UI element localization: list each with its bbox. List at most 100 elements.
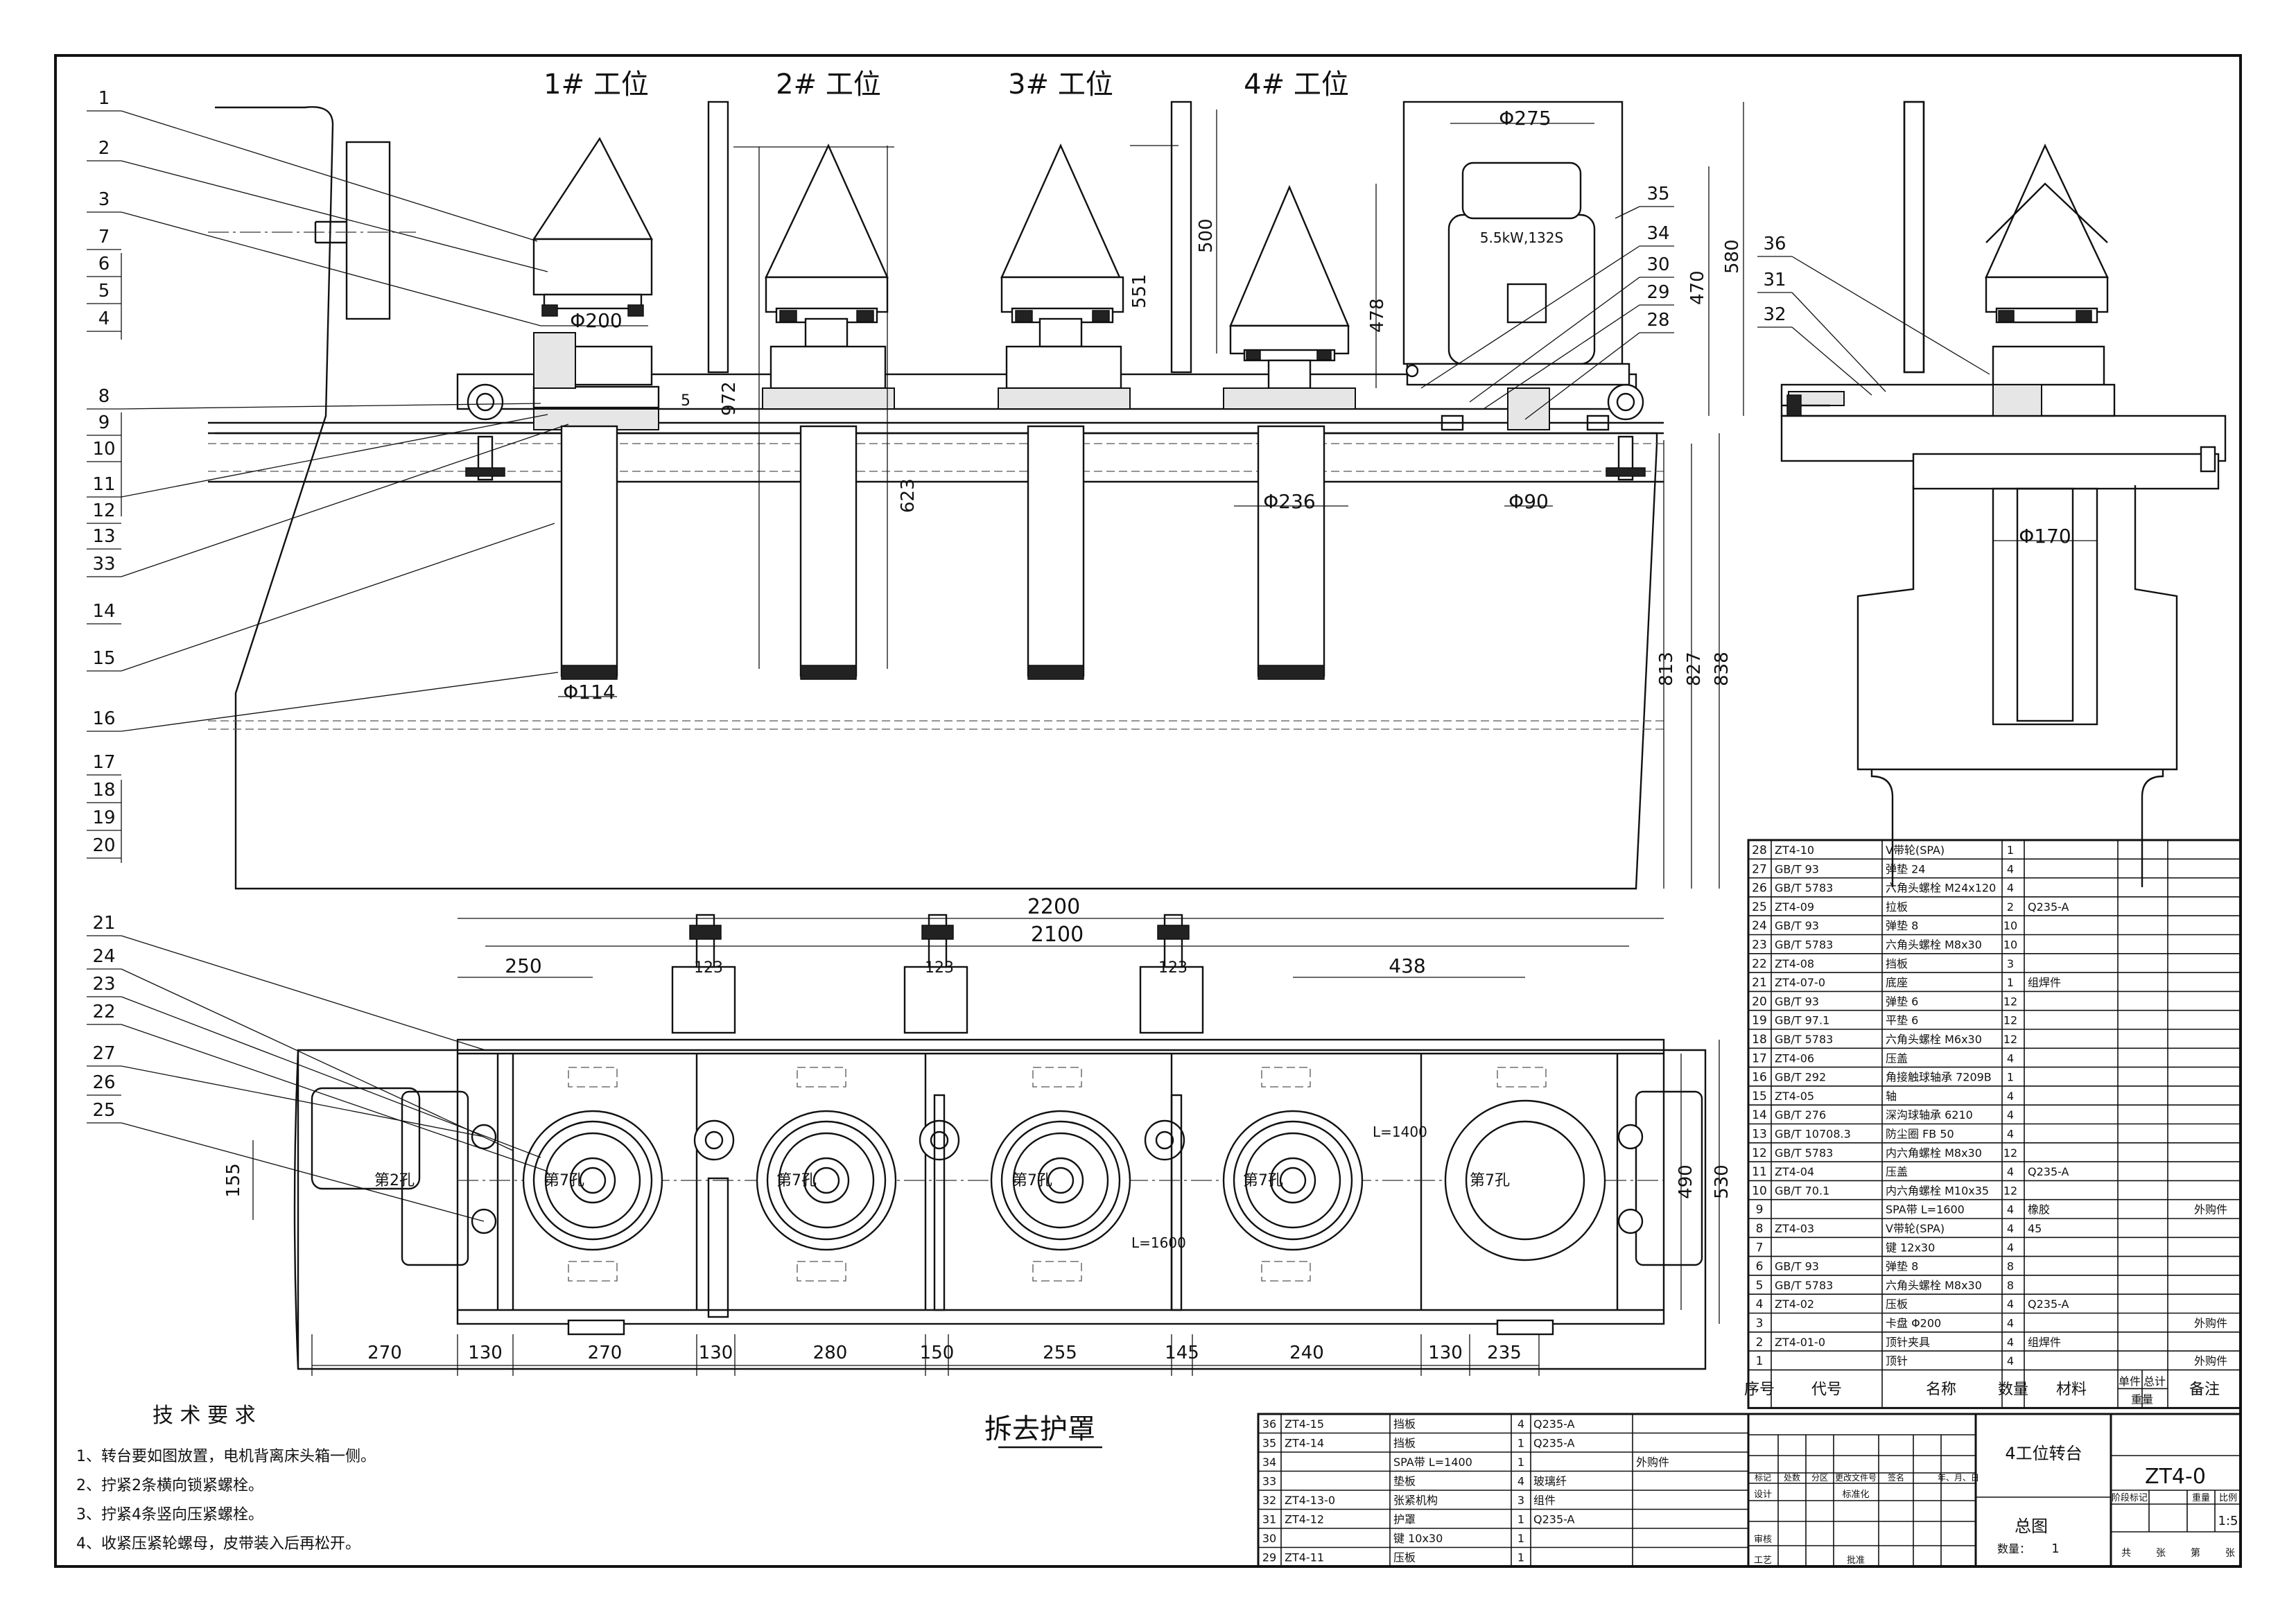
dim-551: 551 [1129,274,1150,308]
bom-cell: 六角头螺栓 M24x120 [1886,882,1996,895]
bom-header: 数量 [1998,1381,2028,1398]
post-2 [1170,101,1192,374]
pulley-4 [1222,1110,1364,1251]
bom-cell: 10 [1752,1184,1767,1198]
callout-12: 12 [92,500,115,521]
tech-note-3: 3、拧紧4条竖向压紧螺栓。 [76,1506,263,1523]
role-label: 审核 [1754,1535,1772,1545]
bom-cell: 1 [1517,1532,1524,1545]
bom-cell: Q235-A [1533,1513,1575,1526]
bom-cell: 2 [2007,900,2014,914]
bom-cell: ZT4-13-0 [1285,1494,1335,1507]
hole-label-5: 第7孔 [1243,1172,1283,1189]
bom-cell: 19 [1752,1014,1767,1028]
motor-label: 5.5kW,132S [1480,229,1563,246]
dim-d275: Φ275 [1499,107,1551,130]
bom-cell: ZT4-03 [1775,1222,1814,1235]
bom-cell: 组焊件 [2028,1336,2061,1349]
bom-cell: 14 [1752,1108,1767,1122]
bom-cell: 12 [2003,1146,2017,1160]
rev-header: 更改文件号 [1835,1472,1877,1483]
station-4 [1223,184,1356,680]
callout-13: 13 [92,526,115,547]
dim-123c: 123 [1158,959,1188,977]
callout-33: 33 [92,554,115,575]
bom-cell: 36 [1262,1417,1276,1431]
bom-cell: ZT4-10 [1775,844,1814,857]
bom-cell: 1 [1517,1513,1524,1526]
bom-cell: 1 [2007,844,2014,857]
remove-guard-note: 拆去护罩 [984,1413,1095,1445]
callout-17: 17 [92,752,115,773]
bom-cell: 卡盘 Φ200 [1886,1317,1941,1330]
bom-cell: 防尘圈 FB 50 [1886,1128,1954,1141]
dim-438: 438 [1389,954,1425,977]
bom-cell: 12 [2003,995,2017,1008]
callout-11: 11 [92,474,115,495]
bom-cell: 六角头螺栓 M6x30 [1886,1033,1982,1046]
bom-cell: 4 [2007,862,2014,875]
bom-cell: GB/T 5783 [1775,938,1833,952]
motor: 5.5kW,132S [1402,101,1630,431]
bom-cell: 35 [1262,1437,1276,1450]
bom-cell: 10 [2003,938,2017,952]
dim-bottom-6: 255 [1043,1343,1077,1363]
bom-cell: 45 [2028,1222,2042,1235]
bom-cell: 12 [2003,1014,2017,1027]
sheet-label: 张 [2156,1548,2166,1559]
bom-cell: V带轮(SPA) [1886,1222,1945,1235]
weight-label: 重量 [2192,1492,2210,1503]
callout-27: 27 [92,1043,115,1064]
dim-bottom-8: 240 [1289,1343,1324,1363]
bom-cell: V带轮(SPA) [1886,844,1945,857]
bom-cell: SPA带 L=1600 [1886,1203,1965,1216]
bom-cell: 12 [2003,1184,2017,1197]
callout-15: 15 [92,648,115,669]
callout-28: 28 [1646,310,1669,331]
bom-cell: 8 [2007,1279,2014,1292]
bom-header: 材料 [2056,1381,2087,1398]
dim-bottom-0: 270 [367,1343,402,1363]
bom-cell: ZT4-09 [1775,900,1814,914]
callout-8: 8 [98,386,110,407]
dim-bottom-5: 150 [920,1343,955,1363]
bom-cell: ZT4-14 [1285,1437,1324,1450]
bom-cell: ZT4-05 [1775,1090,1814,1103]
bom-cell: Q235-A [1533,1437,1575,1450]
bom-cell: Q235-A [2028,1165,2069,1178]
callout-7: 7 [98,227,110,247]
dim-bottom-10: 235 [1487,1343,1522,1363]
bom-cell: 15 [1752,1090,1767,1103]
bom-cell: 33 [1262,1475,1276,1488]
plan-view: 第2孔 第7孔 第7孔 第7孔 第7孔 第7孔 L=1400 L=1600 [293,914,1707,1370]
dim-813: 813 [1656,652,1677,686]
dim-d114: Φ114 [563,681,615,704]
dim-478: 478 [1367,298,1388,333]
motor-pulley [1444,1099,1606,1261]
pulley-3 [990,1110,1131,1251]
dim-123b: 123 [925,959,954,977]
bom-cell: 4 [1517,1475,1524,1488]
bom-cell: ZT4-11 [1285,1551,1324,1564]
dim-623: 623 [898,478,919,513]
station-3 [998,143,1131,680]
role-label: 工艺 [1754,1555,1772,1566]
bom-cell: GB/T 276 [1775,1108,1826,1121]
bom-cell: 18 [1752,1033,1767,1047]
station-label-4: 4# 工位 [1244,69,1349,101]
callout-30: 30 [1646,254,1669,275]
dim-580: 580 [1722,239,1743,274]
dim-d90: Φ90 [1508,490,1549,513]
bom-cell: ZT4-12 [1285,1513,1324,1526]
bom-cell: 17 [1752,1051,1767,1065]
title-block: 标记处数分区更改文件号签名年、月、日设计审核工艺标准化批准4工位转台总图数量：1… [1747,1413,2242,1568]
bom-cell: 4 [2007,1051,2014,1065]
role-label: 设计 [1754,1490,1772,1500]
bom-cell: 8 [1756,1222,1764,1236]
bom-cell: 4 [2007,1108,2014,1121]
bom-cell: 10 [2003,919,2017,932]
hole-label-4: 第7孔 [1012,1172,1052,1189]
callout-18: 18 [92,780,115,801]
